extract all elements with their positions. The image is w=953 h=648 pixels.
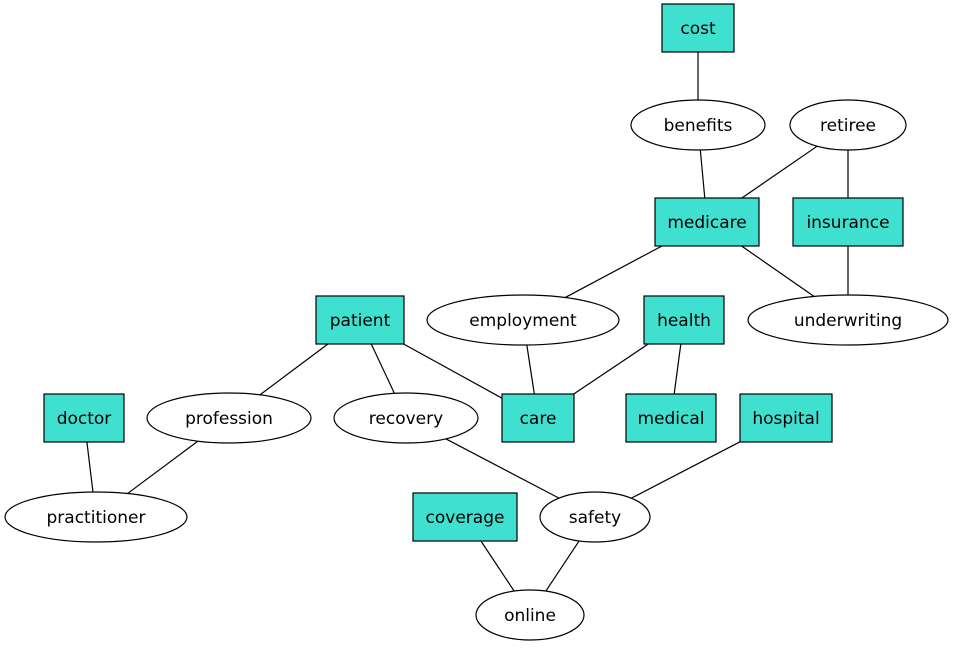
node-label: medicare [667,213,746,233]
node-ellipse [789,99,907,151]
node-ellipse [475,589,585,641]
edge-health-care [573,343,649,395]
nodes-layer: cost benefits retiree medicare insurance pati… [4,3,949,641]
node-profession[interactable]: profession [146,392,312,444]
edge-profession-practitioner [127,440,199,495]
node-underwriting[interactable]: underwriting [747,294,949,346]
node-label: profession [185,409,273,429]
edge-employment-care [526,344,535,395]
node-ellipse [630,99,766,151]
node-box [643,295,725,345]
node-label: hospital [752,409,819,429]
node-health[interactable]: health [643,295,725,345]
node-coverage[interactable]: coverage [412,492,518,542]
node-label: online [504,606,556,626]
node-ellipse [747,294,949,346]
node-label: retiree [820,116,876,136]
node-label: practitioner [47,508,146,528]
edge-medicare-underwriting [741,245,815,297]
node-box [792,197,904,247]
node-label: underwriting [794,311,902,331]
edge-patient-care [403,343,503,399]
node-box [501,393,575,443]
node-employment[interactable]: employment [426,294,620,346]
node-online[interactable]: online [475,589,585,641]
edge-coverage-online [480,540,515,592]
node-label: medical [637,409,704,429]
node-label: benefits [664,116,733,136]
node-label: health [657,311,711,331]
node-benefits[interactable]: benefits [630,99,766,151]
node-retiree[interactable]: retiree [789,99,907,151]
node-doctor[interactable]: doctor [43,393,125,443]
node-cost[interactable]: cost [661,3,735,53]
node-box [315,295,405,345]
node-recovery[interactable]: recovery [333,392,479,444]
edge-benefits-medicare [699,149,706,199]
edge-health-medical [673,343,682,395]
edge-patient-recovery [370,343,395,394]
node-box [412,492,518,542]
edges-layer [86,52,849,592]
node-label: doctor [57,409,112,429]
node-insurance[interactable]: insurance [792,197,904,247]
node-practitioner[interactable]: practitioner [4,491,188,543]
node-box [43,393,125,443]
node-label: recovery [369,409,443,429]
edge-medicare-employment [564,245,663,299]
node-ellipse [539,491,651,543]
edge-hospital-safety [630,441,741,499]
edge-retiree-medicare [741,145,818,199]
node-ellipse [146,392,312,444]
edge-safety-online [545,540,580,592]
node-box [739,393,833,443]
node-label: coverage [426,508,505,528]
edge-recovery-safety [445,438,560,499]
node-safety[interactable]: safety [539,491,651,543]
node-medical[interactable]: medical [625,393,717,443]
node-patient[interactable]: patient [315,295,405,345]
node-medicare[interactable]: medicare [654,197,760,247]
node-box [625,393,717,443]
node-label: cost [680,19,716,39]
edge-patient-profession [259,343,329,396]
node-box [654,197,760,247]
node-label: safety [569,508,621,528]
node-ellipse [4,491,188,543]
node-label: insurance [806,213,889,233]
node-ellipse [426,294,620,346]
node-hospital[interactable]: hospital [739,393,833,443]
node-ellipse [333,392,479,444]
node-care[interactable]: care [501,393,575,443]
edge-doctor-practitioner [86,441,94,493]
node-box [661,3,735,53]
node-label: employment [469,311,577,331]
node-label: care [520,409,557,429]
node-label: patient [330,311,391,331]
